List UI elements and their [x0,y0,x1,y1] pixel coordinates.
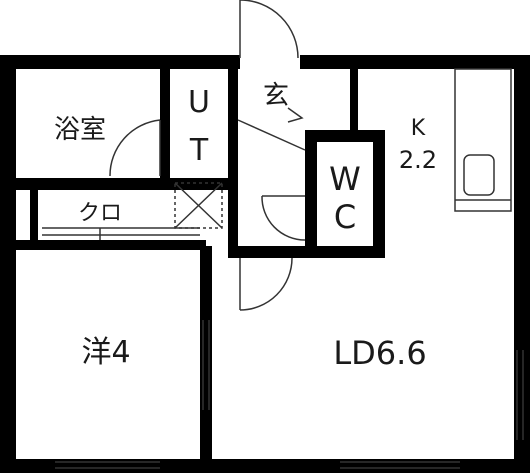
room-label-ut-t: T [189,133,209,168]
room-label-ut-u: U [188,85,210,120]
room-label-ld: LD6.6 [333,334,426,372]
door-swings [109,0,306,311]
room-label-kitchen-size: 2.2 [399,146,437,174]
outer-walls [0,55,530,473]
interior-walls [16,69,385,459]
entrance-arrow-icon [287,107,304,123]
room-label-bath: 浴室 [54,115,106,145]
detail-lines [42,68,524,469]
room-label-wc-w: W [329,160,361,198]
room-label-entrance: 玄 [263,81,289,111]
room-label-kitchen-k: K [411,116,426,141]
room-label-closet: クロ [78,201,122,226]
room-label-wc-c: C [334,198,356,236]
room-label-western: 洋4 [81,335,130,370]
